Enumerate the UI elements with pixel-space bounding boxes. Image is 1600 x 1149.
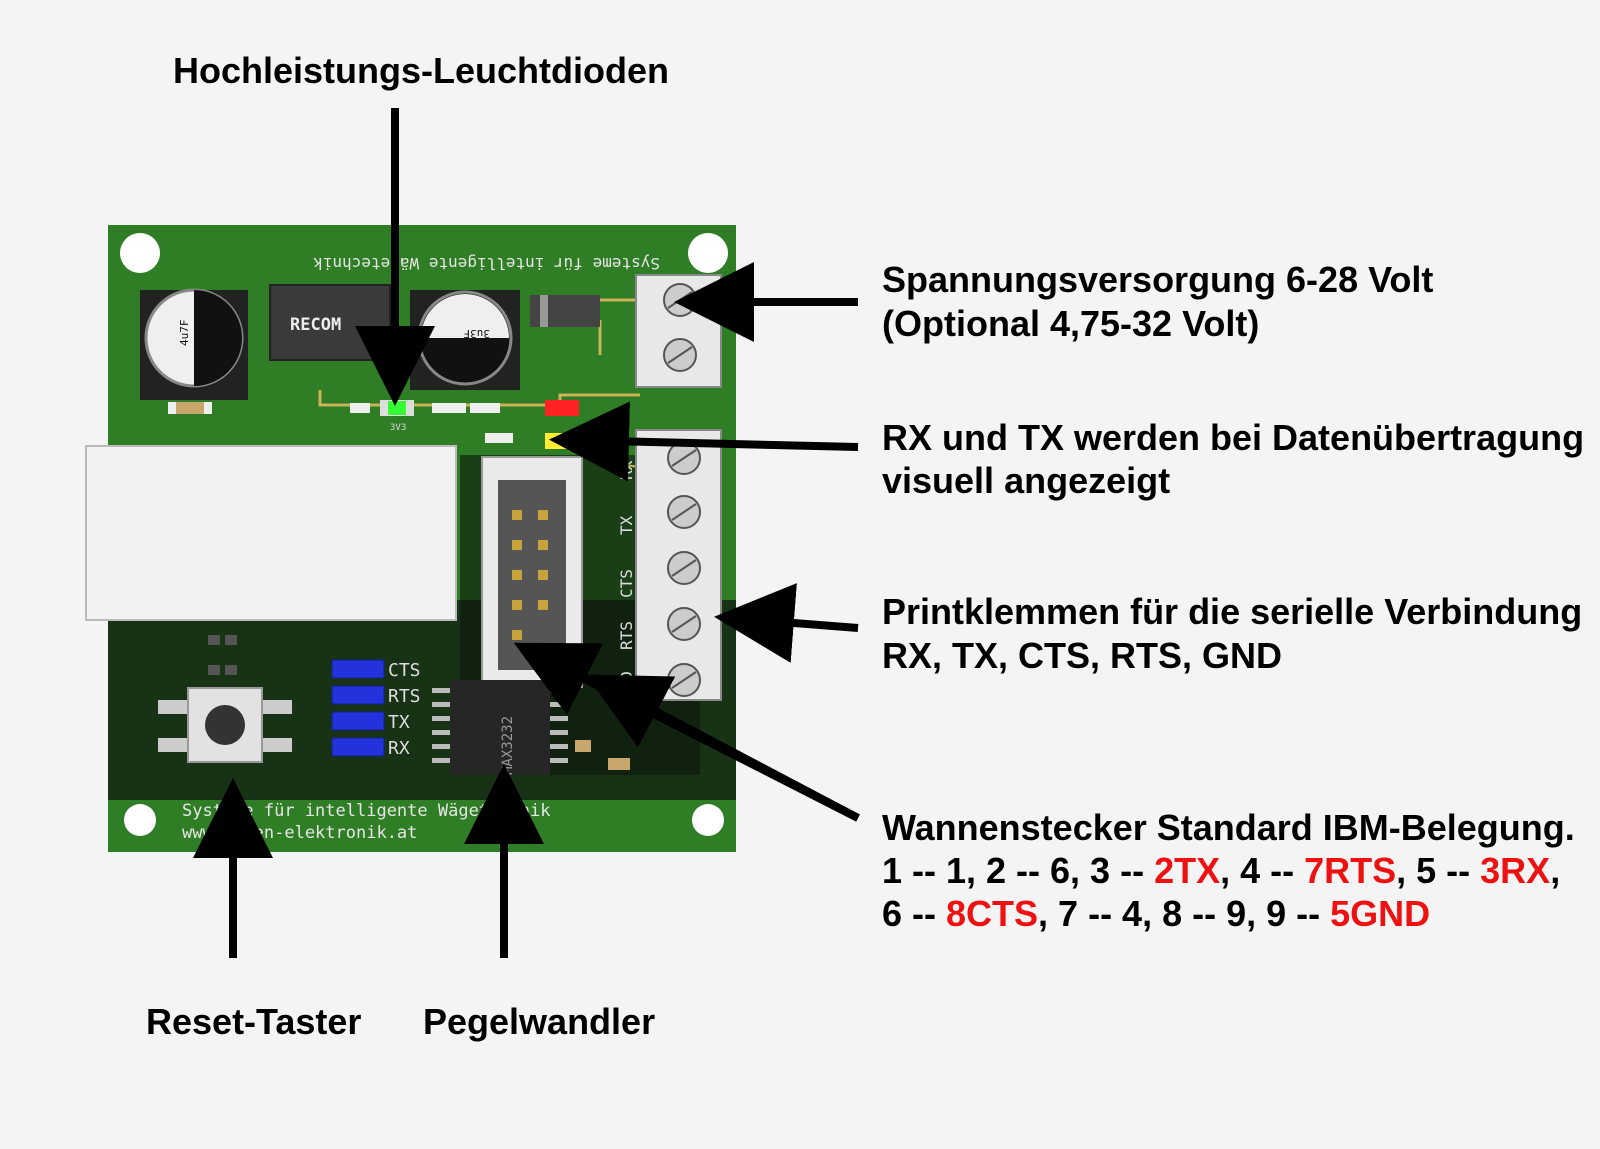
terminal-label-rx: RX [617, 460, 636, 480]
pinmap-1d: , [1550, 850, 1561, 891]
arrow-terminals [714, 583, 859, 663]
pinmap-2b: , 7 -- 4, 8 -- 9, 9 -- [1038, 893, 1331, 934]
recom-label: RECOM [290, 315, 341, 335]
pinmap-7rts: 7RTS [1304, 850, 1397, 891]
label-terminals-line1: Printklemmen für die serielle Verbindung [882, 591, 1583, 632]
ic-label: MAX3232 [500, 716, 516, 775]
label-pinmap-line1: 1 -- 1, 2 -- 6, 3 -- 2TX, 4 -- 7RTS, 5 -… [882, 849, 1560, 893]
led-red [545, 400, 579, 416]
led-green [388, 401, 406, 415]
arrow-rxtx [549, 401, 859, 482]
label-converter: Pegelwandler [423, 1001, 656, 1042]
pinmap-3rx: 3RX [1480, 850, 1551, 891]
label-leds: Hochleistungs-Leuchtdioden [173, 50, 670, 91]
jumper-label-rts: RTS [388, 686, 421, 707]
jumper-label-tx: TX [388, 712, 410, 733]
pcb-board: Systeme für intelligente Wägetechnik 4u7… [85, 225, 736, 852]
pinmap-5gnd: 5GND [1330, 893, 1431, 934]
jumper-label-rx: RX [388, 738, 410, 759]
pinmap-8cts: 8CTS [946, 893, 1039, 934]
cap-left-label: 4u7F [178, 320, 191, 347]
arrow-header-2 [585, 674, 860, 822]
silk-bottom-text-1: Systeme für intelligente Wägetechnik [182, 801, 550, 821]
terminal-label-rts: RTS [617, 621, 636, 650]
jumper-label-cts: CTS [388, 660, 421, 681]
label-rxtx-line2: visuell angezeigt [882, 460, 1171, 501]
pinmap-2a: 6 -- [882, 893, 947, 934]
cap-right-label: 3u3F [464, 327, 491, 340]
silk-top-text: Systeme für intelligente Wägetechnik [313, 254, 660, 273]
label-terminals-line2: RX, TX, CTS, RTS, GND [882, 635, 1283, 676]
label-pinmap-line2: 6 -- 8CTS, 7 -- 4, 8 -- 9, 9 -- 5GND [882, 892, 1430, 936]
label-rxtx-line1: RX und TX werden bei Datenübertragung [882, 417, 1585, 458]
terminal-label-tx: TX [617, 515, 636, 535]
led-label: 3V3 [390, 423, 406, 433]
label-header-title: Wannenstecker Standard IBM-Belegung. [882, 807, 1575, 848]
label-reset: Reset-Taster [146, 1001, 362, 1042]
label-power-line2: (Optional 4,75-32 Volt) [882, 303, 1260, 344]
pinmap-2tx: 2TX [1154, 850, 1221, 891]
silk-bottom-text-2: www.wagen-elektronik.at [182, 823, 417, 843]
terminal-label-cts: CTS [617, 569, 636, 598]
pinmap-1a: 1 -- 1, 2 -- 6, 3 -- [882, 850, 1155, 891]
pinmap-1c: , 5 -- [1396, 850, 1481, 891]
pinmap-1b: , 4 -- [1220, 850, 1305, 891]
label-power-line1: Spannungsversorgung 6-28 Volt [882, 259, 1434, 300]
